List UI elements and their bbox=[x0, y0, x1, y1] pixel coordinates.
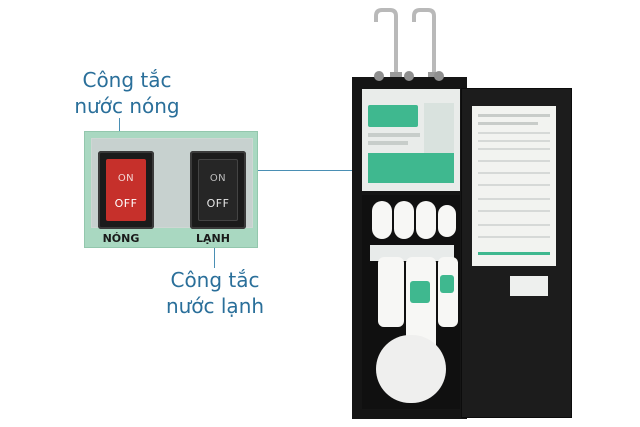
door-label-small bbox=[510, 276, 548, 296]
filter-top-4 bbox=[438, 205, 456, 237]
hot-switch-rocker: ON OFF bbox=[106, 159, 146, 221]
filter-top-2 bbox=[394, 201, 414, 239]
filter-sticker-2 bbox=[440, 275, 454, 293]
filter-main-1 bbox=[378, 257, 404, 327]
cold-switch-callout: Công tắc nước lạnh bbox=[165, 268, 265, 318]
pressure-tank bbox=[376, 335, 446, 403]
cold-switch-off-text: OFF bbox=[206, 197, 230, 210]
hot-water-switch[interactable]: ON OFF bbox=[98, 151, 154, 229]
cold-switch-rocker: ON OFF bbox=[198, 159, 238, 221]
purifier-cabinet bbox=[352, 71, 467, 419]
cold-switch-label: LẠNH bbox=[196, 232, 230, 245]
hot-switch-on-text: ON bbox=[117, 173, 135, 184]
valve-row bbox=[374, 71, 446, 81]
cold-switch-on-text: ON bbox=[209, 173, 227, 184]
filter-compartment bbox=[362, 195, 460, 409]
filter-sticker-1 bbox=[410, 281, 430, 303]
hot-switch-off-text: OFF bbox=[114, 197, 138, 210]
switch-panel: ON OFF ON OFF NÓNG LẠNH bbox=[84, 131, 258, 248]
cold-water-switch[interactable]: ON OFF bbox=[190, 151, 246, 229]
filter-top-1 bbox=[372, 201, 392, 239]
switch-frame: ON OFF ON OFF bbox=[91, 138, 253, 229]
panel-connector-line bbox=[256, 170, 368, 171]
cold-callout-line bbox=[214, 232, 215, 268]
front-poster bbox=[362, 89, 460, 191]
hot-switch-label: NÓNG bbox=[102, 232, 140, 245]
door-manual-sheet bbox=[472, 106, 556, 266]
hot-switch-callout: Công tắc nước nóng bbox=[74, 68, 180, 118]
filter-top-3 bbox=[416, 201, 436, 239]
